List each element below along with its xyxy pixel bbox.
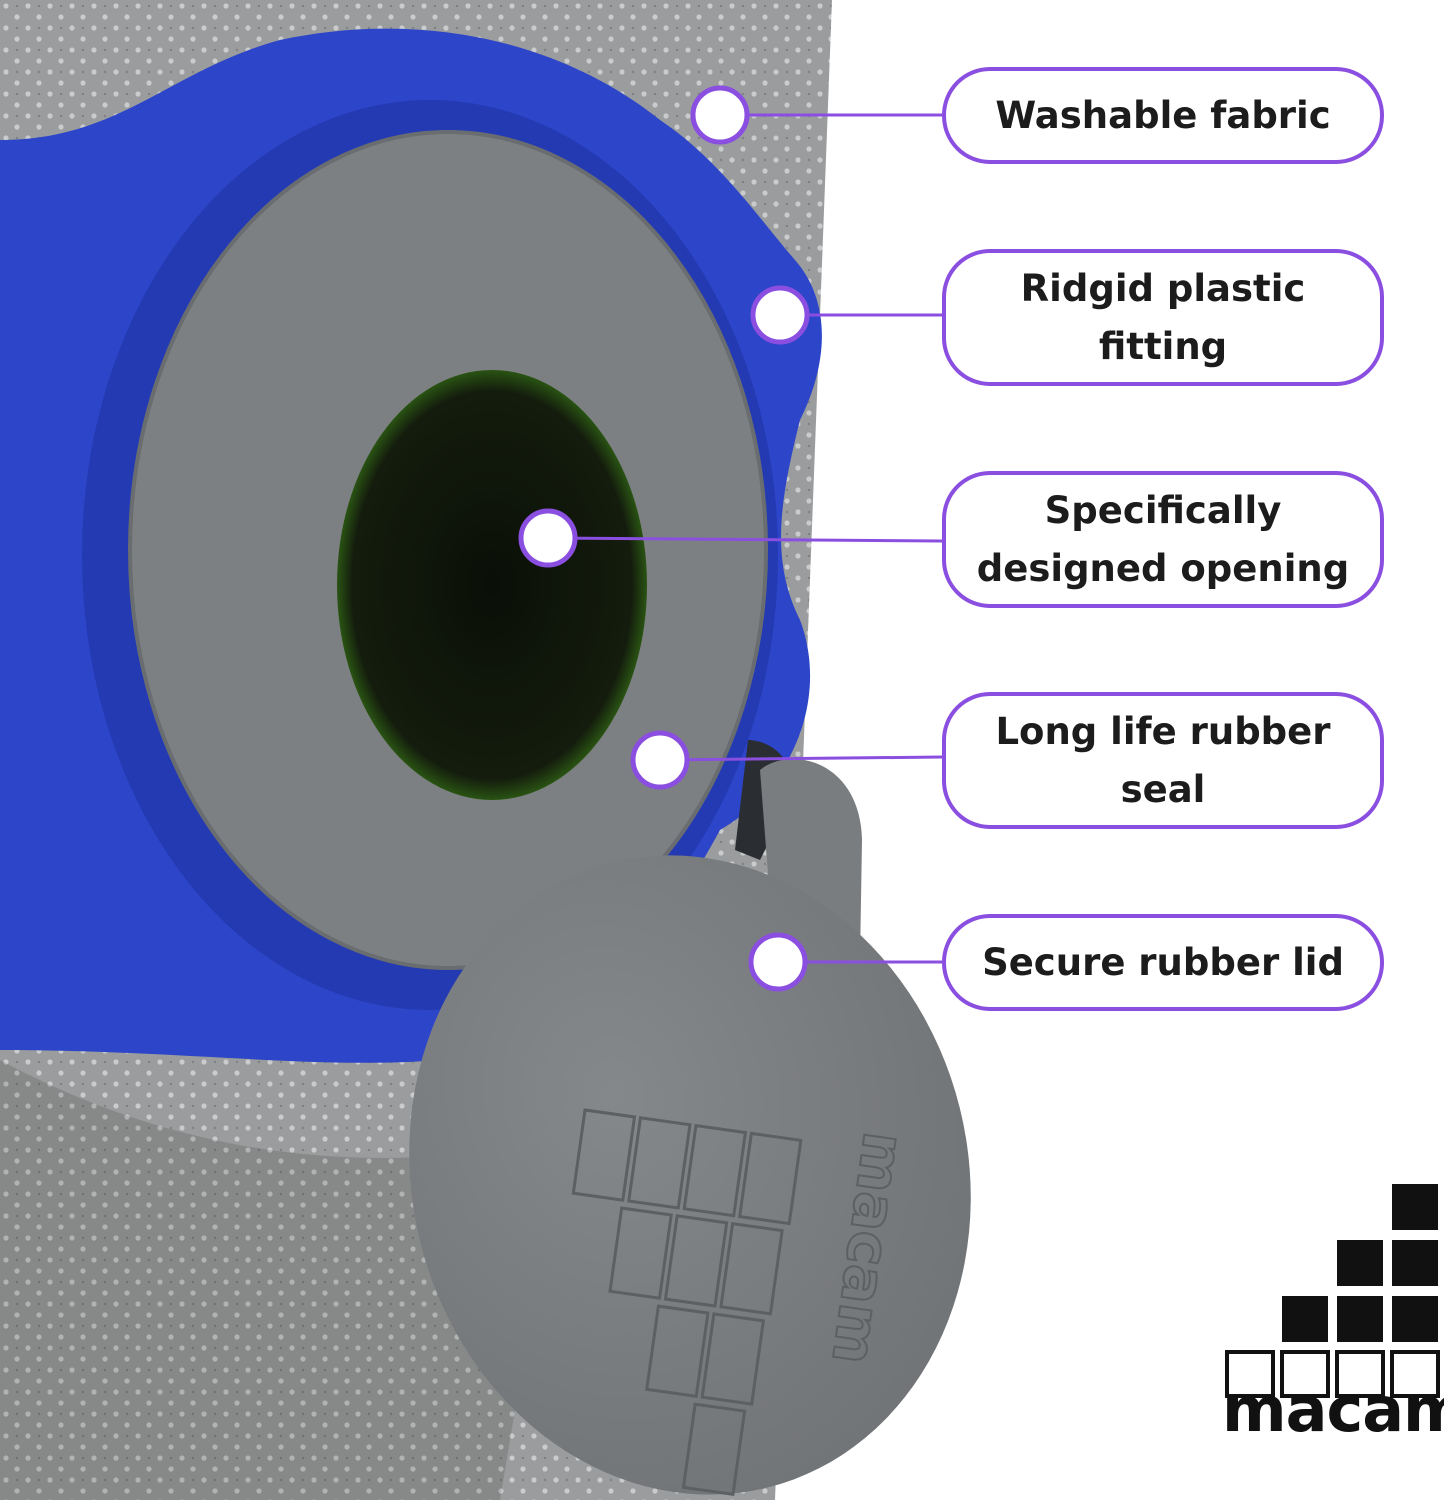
- callout-line: Specifically: [1044, 488, 1282, 532]
- engraved-square: [571, 1108, 637, 1202]
- engraved-square: [627, 1116, 692, 1210]
- engraved-square: [719, 1221, 784, 1316]
- callout-line: seal: [1120, 767, 1206, 811]
- marker-dot: [518, 508, 578, 568]
- marker-dot: [690, 85, 750, 145]
- marker-dot: [748, 932, 808, 992]
- marker-dot: [750, 285, 810, 345]
- designed-opening: [337, 370, 647, 800]
- callout-line: Washable fabric: [995, 93, 1331, 137]
- macam-block-logo-icon: [1225, 1184, 1440, 1398]
- callout-line: Secure rubber lid: [982, 940, 1344, 984]
- callout-washable-fabric: Washable fabric: [942, 67, 1384, 164]
- engraved-square: [737, 1131, 803, 1226]
- callout-markers: [518, 85, 810, 992]
- engraved-square: [681, 1402, 747, 1497]
- engraved-square: [608, 1206, 673, 1300]
- callout-line: designed opening: [976, 546, 1350, 590]
- callout-rubber-seal: Long life rubber seal: [942, 692, 1384, 829]
- engraved-square: [663, 1214, 729, 1308]
- engraved-square: [700, 1312, 766, 1406]
- marker-dot: [630, 730, 690, 790]
- seal-edge: [128, 130, 768, 970]
- callout-line: Long life rubber: [995, 709, 1331, 753]
- callout-designed-opening: Specifically designed opening: [942, 471, 1384, 608]
- brand-name: macam: [1222, 1373, 1444, 1446]
- callout-rubber-lid: Secure rubber lid: [942, 914, 1384, 1011]
- callout-line: Ridgid plastic: [1020, 266, 1306, 310]
- callout-rigid-plastic-fitting: Ridgid plastic fitting: [942, 249, 1384, 386]
- callout-line: fitting: [1098, 324, 1228, 368]
- lid-logo-engraving-icon: [571, 1108, 803, 1497]
- engraved-square: [682, 1123, 748, 1218]
- engraved-square: [645, 1304, 710, 1398]
